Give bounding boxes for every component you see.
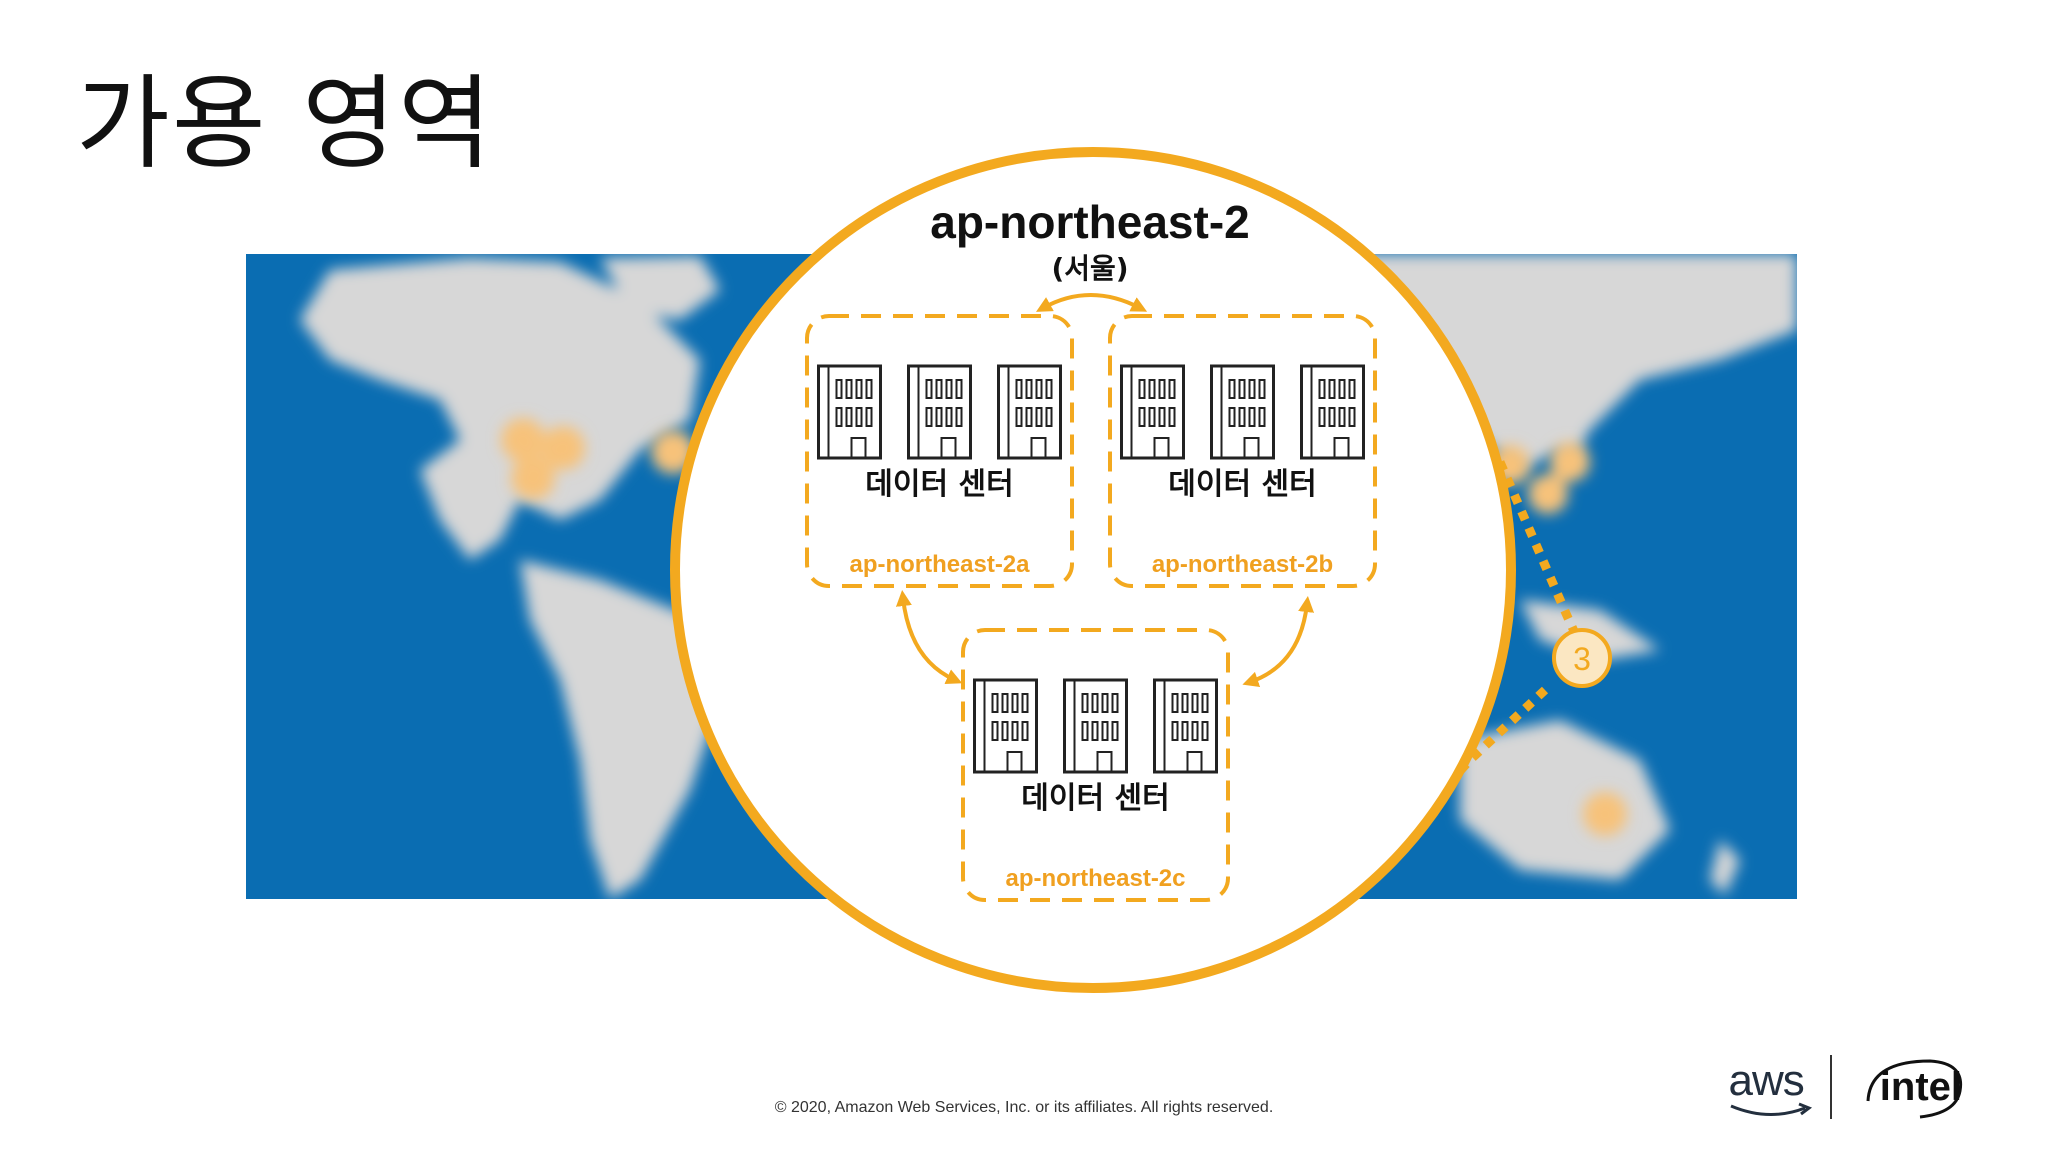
data-center-building-icon [1120,364,1185,460]
data-center-building-icon [817,364,882,460]
data-center-building-icon [907,364,972,460]
zone-id-label: ap-northeast-2b [1152,551,1333,578]
data-center-label: 데이터 센터 [1168,467,1316,502]
connector-2a-2b [1035,293,1148,312]
data-center-label: 데이터 센터 [1021,781,1169,816]
availability-zone-ap-northeast-2a: 데이터 센터 ap-northeast-2a [805,314,1074,588]
aws-logo-text: aws [1728,1056,1805,1105]
intel-swoosh-icon [1866,1058,1962,1118]
region-city: (서울) [1051,252,1128,285]
availability-zone-border [805,314,1074,588]
region-count-text: 3 [1573,641,1591,677]
aws-smile-icon [1729,1102,1812,1117]
data-center-building-icon [973,678,1038,774]
availability-zones: 데이터 센터 ap-northeast-2a 데이터 센터 ap-northeast-… [805,314,1377,902]
data-center-building-icon [997,364,1062,460]
availability-zone-ap-northeast-2b: 데이터 센터 ap-northeast-2b [1108,314,1377,588]
availability-zone-border [1108,314,1377,588]
region-name: ap-northeast-2 [930,196,1249,248]
zone-id-label: ap-northeast-2c [1005,865,1185,892]
data-center-building-icon [1210,364,1275,460]
connector-2a-2c [895,590,963,685]
availability-zone-border [961,628,1230,902]
data-center-label: 데이터 센터 [865,467,1013,502]
copyright-footer: © 2020, Amazon Web Services, Inc. or its… [774,1099,1274,1116]
data-center-building-icon [1300,364,1365,460]
data-center-building-icon [1153,678,1218,774]
region-magnifier [670,147,1516,993]
aws-logo: aws [1728,1056,1812,1118]
az-connectors [895,293,1315,687]
availability-zone-ap-northeast-2c: 데이터 센터 ap-northeast-2c [961,628,1230,902]
logo-divider [1829,1055,1832,1119]
intel-logo: intel [1866,1058,1970,1118]
region-markers [501,418,1627,836]
data-center-building-icon [1063,678,1128,774]
region-count-badge: 3 [1552,628,1612,688]
slide-title: 가용 영역 [76,65,494,184]
intel-logo-text: intel [1879,1064,1962,1109]
partner-logos: aws intel [1729,1052,1970,1122]
connector-2b-2c [1242,596,1315,687]
zone-id-label: ap-northeast-2a [849,551,1030,578]
